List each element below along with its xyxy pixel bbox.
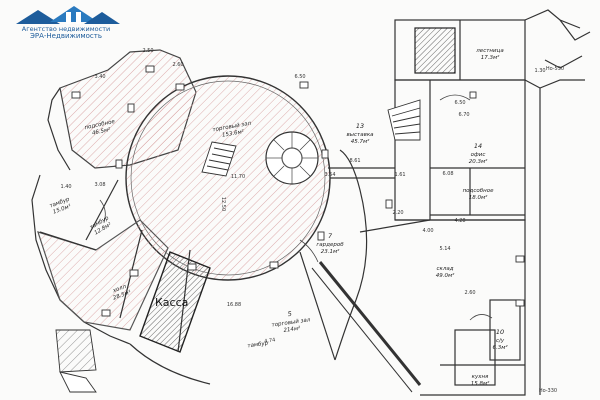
agency-tagline: Агентство недвижимости xyxy=(21,25,111,33)
dimension-label: 2.20 xyxy=(392,210,403,216)
dimension-label: 12.50 xyxy=(220,197,226,211)
room-lower-left-sector xyxy=(37,219,169,331)
room-number: 5 xyxy=(287,310,292,318)
room-number: 10 xyxy=(496,328,504,336)
room-area: 49.0м² xyxy=(436,272,455,279)
room-name: холл xyxy=(111,284,127,295)
dimension-label: 4.00 xyxy=(422,228,433,234)
dimension-label: 1.40 xyxy=(60,184,71,190)
room-number: 7 xyxy=(328,232,333,240)
room-area: 214м² xyxy=(283,325,301,334)
room-label: 10 с/у6.3м² xyxy=(492,328,508,351)
dimension-label: 11.70 xyxy=(231,174,245,180)
room-name: гардероб xyxy=(316,242,344,248)
straight-stair xyxy=(201,141,237,177)
kassa-label: Касса xyxy=(155,296,189,309)
dimension-label: 3.54 xyxy=(324,172,335,178)
kassa-box xyxy=(139,251,211,353)
room-name: тамбур xyxy=(247,341,269,350)
dimension-label: 6.50 xyxy=(294,74,305,80)
room-name: лестница xyxy=(475,48,504,54)
room-number: 13 xyxy=(356,122,364,130)
dimension-label: 4.28 xyxy=(454,218,465,224)
room-labels: подсобное 46.5м² торговый зал 153.6м² 13 выст… xyxy=(49,48,509,387)
room-area: 15.8м² xyxy=(471,380,490,387)
dimension-label: 16.88 xyxy=(227,302,241,308)
dimension-labels: 2.50 3.40 2.60 6.50 6.50 3.54 8.61 1.61 6.08 4.00… xyxy=(60,48,564,394)
dimension-label: 6.50 xyxy=(454,100,465,106)
dimension-label: 3.40 xyxy=(94,74,105,80)
dimension-label: 5.14 xyxy=(439,246,450,252)
stair-right xyxy=(387,99,421,141)
dimension-label: 6.70 xyxy=(458,112,469,118)
room-area: 17.3м² xyxy=(481,54,500,61)
room-name: выставка xyxy=(346,132,374,138)
room-name: подсобное xyxy=(463,188,495,194)
room-name: склад xyxy=(436,266,453,272)
room-area: 18.0м² xyxy=(469,194,488,201)
room-name: офис xyxy=(471,152,486,158)
walls xyxy=(31,9,591,396)
dimension-label: Но-330 xyxy=(539,388,557,394)
room-name: с/у xyxy=(496,338,505,344)
room-area: 23.1м² xyxy=(321,248,340,255)
room-area: 6.3м² xyxy=(492,344,508,351)
stair-bottom-left xyxy=(55,329,97,393)
dimension-label: 1.30 xyxy=(534,68,545,74)
dimension-label: 2.50 xyxy=(142,48,153,54)
room-area: 45.7м² xyxy=(351,138,370,145)
dimension-label: Но-530 xyxy=(546,66,564,72)
dimension-label: 4.74 xyxy=(264,337,276,344)
dimension-label: 6.08 xyxy=(442,171,453,177)
stair-block-top xyxy=(414,27,456,74)
room-name: торговый зал xyxy=(271,317,311,328)
room-number: 14 xyxy=(474,142,482,150)
room-label: тамбур xyxy=(247,341,269,350)
room-area: 46.5м² xyxy=(91,126,111,137)
room-area: 153.6м² xyxy=(221,128,245,139)
dimension-label: 3.08 xyxy=(94,182,105,188)
dimension-label: 1.61 xyxy=(394,172,405,178)
dimension-label: 8.61 xyxy=(349,158,360,164)
room-area: 20.3м² xyxy=(469,158,488,165)
agency-name: ЭРА-Недвижимость xyxy=(30,32,102,40)
dimension-label: 2.60 xyxy=(172,62,183,68)
room-name: кухня xyxy=(472,374,489,380)
dimension-label: 2.60 xyxy=(464,290,475,296)
houses-logo-icon xyxy=(16,6,120,24)
